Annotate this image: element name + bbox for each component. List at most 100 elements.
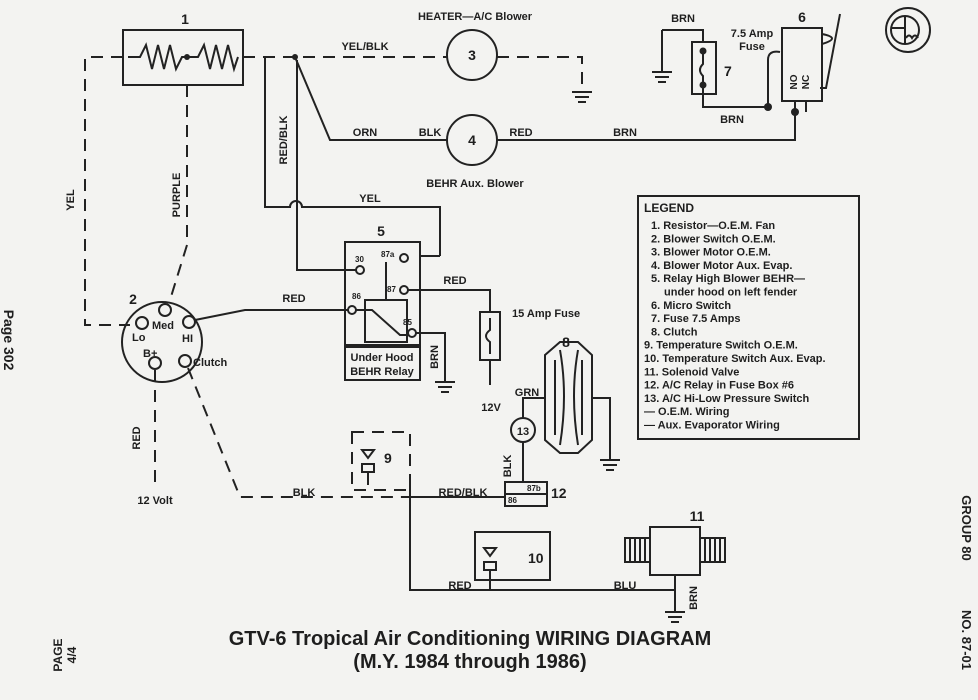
group-label: GROUP 80 xyxy=(959,495,974,561)
wire-label: YEL/BLK xyxy=(341,41,388,53)
alfa-romeo-logo xyxy=(885,7,931,53)
wire-label: RED/BLK xyxy=(278,116,290,165)
legend-item: 2. Blower Switch O.E.M. xyxy=(651,233,776,245)
wire-label: BRN xyxy=(613,127,637,139)
clutch-8: 8 xyxy=(544,334,620,471)
blower-motor-4 xyxy=(446,114,498,166)
wire-label: RED xyxy=(131,426,143,449)
component-number: 11 xyxy=(690,508,705,524)
component-number: 9 xyxy=(384,450,392,466)
red-blk-wire xyxy=(296,60,356,271)
wire-label: GRN xyxy=(515,387,540,399)
component-number: 5 xyxy=(377,223,385,239)
ground-wire xyxy=(497,56,583,92)
red-blk-wire-bottom xyxy=(409,475,625,591)
legend-item: — Aux. Evaporator Wiring xyxy=(644,420,780,432)
micro-switch-6: NO NC 6 xyxy=(781,9,841,116)
diagram-title: GTV-6 Tropical Air Conditioning WIRING D… xyxy=(229,628,712,650)
terminal-label: Med xyxy=(152,320,174,332)
fuse-label: 7.5 Amp xyxy=(731,28,774,40)
component-number: 12 xyxy=(551,485,567,501)
terminal-label: 87b xyxy=(527,484,541,493)
ground-icon xyxy=(572,91,592,103)
terminal-label: NC xyxy=(801,75,812,89)
wire-label: ORN xyxy=(353,127,378,139)
component-number: 3 xyxy=(468,47,476,63)
wire-label: RED xyxy=(443,275,466,287)
fuse-label: 15 Amp Fuse xyxy=(512,308,580,320)
blower-motor-3 xyxy=(446,29,498,81)
component-label: BEHR Aux. Blower xyxy=(426,178,524,190)
component-number: 6 xyxy=(798,9,806,25)
wire-label: BRN xyxy=(671,13,695,25)
terminal-label: 86 xyxy=(352,292,361,301)
red-fuse-wire xyxy=(408,289,491,385)
relay-5: 30 87a 86 87 85 Under Hood BEHR Relay 5 xyxy=(344,223,440,381)
solenoid-valve-11: 11 xyxy=(624,508,726,623)
yel-wire xyxy=(84,56,130,326)
legend-item: 13. A/C Hi-Low Pressure Switch xyxy=(644,393,810,405)
document-number: NO. 87-01 xyxy=(959,610,974,670)
wire-label: RED/BLK xyxy=(439,487,488,499)
wire-label: YEL xyxy=(65,189,77,211)
terminal-label: 85 xyxy=(403,318,412,327)
terminal-label: Clutch xyxy=(193,357,228,369)
terminal-label: 30 xyxy=(355,255,364,264)
terminal-label: NO xyxy=(789,74,800,89)
terminal-label: 86 xyxy=(508,496,517,505)
orn-blk-red-brn-wire xyxy=(294,56,796,141)
legend-item: — O.E.M. Wiring xyxy=(644,406,729,418)
wire-label: BRN xyxy=(688,586,700,610)
component-number: 8 xyxy=(562,334,570,350)
legend-item: 8. Clutch xyxy=(651,326,698,338)
component-number: 10 xyxy=(528,550,544,566)
fuse-label: Fuse xyxy=(739,41,765,53)
temperature-switch-9 xyxy=(351,431,411,491)
red-hi-wire xyxy=(194,309,348,321)
component-number: 13 xyxy=(517,426,529,438)
component-number: 1 xyxy=(181,11,189,27)
component-number: 2 xyxy=(129,291,137,307)
voltage-label: 12V xyxy=(481,402,501,414)
wire-label: YEL xyxy=(359,193,381,205)
page-label: PAGE xyxy=(51,638,65,671)
legend-item: under hood on left fender xyxy=(664,287,798,299)
wire-label: BLK xyxy=(293,487,316,499)
fuse-15-amp xyxy=(479,311,501,361)
relay-label: Under Hood xyxy=(351,352,414,364)
wire-label: RED xyxy=(282,293,305,305)
relay-label: BEHR Relay xyxy=(350,366,414,378)
purple-wire xyxy=(169,85,188,301)
wire-label: PURPLE xyxy=(171,173,183,218)
wire-label: BLK xyxy=(419,127,442,139)
terminal-label: B+ xyxy=(143,348,157,360)
yel-relay-wire xyxy=(264,57,441,256)
legend-title: LEGEND xyxy=(644,201,694,215)
terminal-label: 87 xyxy=(387,285,396,294)
terminal-label: HI xyxy=(182,333,193,345)
pressure-switch-13 xyxy=(510,417,536,443)
page-reference: Page 302 xyxy=(1,310,17,371)
temperature-switch-10 xyxy=(474,531,551,581)
legend-item: 5. Relay High Blower BEHR— xyxy=(651,273,805,285)
legend-item: 1. Resistor—O.E.M. Fan xyxy=(651,220,775,232)
wire-label: BRN xyxy=(720,114,744,126)
resistor-1: 1 xyxy=(122,11,244,86)
legend-item: 11. Solenoid Valve xyxy=(644,366,739,378)
brn-ground-wire xyxy=(416,332,455,393)
blk-clutch-wire xyxy=(187,367,410,498)
wire-label: RED xyxy=(509,127,532,139)
legend-item: 9. Temperature Switch O.E.M. xyxy=(644,340,798,352)
fuse-7: BRN BRN 7.5 Amp Fuse 7 xyxy=(652,13,781,126)
legend-item: 10. Temperature Switch Aux. Evap. xyxy=(644,353,826,365)
legend-item: 7. Fuse 7.5 Amps xyxy=(651,313,740,325)
component-number: 7 xyxy=(724,63,732,79)
component-number: 4 xyxy=(468,132,476,148)
legend-item: 12. A/C Relay in Fuse Box #6 xyxy=(644,380,794,392)
component-label: HEATER—A/C Blower xyxy=(418,11,533,23)
terminal-label: 87a xyxy=(381,250,395,259)
legend-item: 6. Micro Switch xyxy=(651,300,731,312)
